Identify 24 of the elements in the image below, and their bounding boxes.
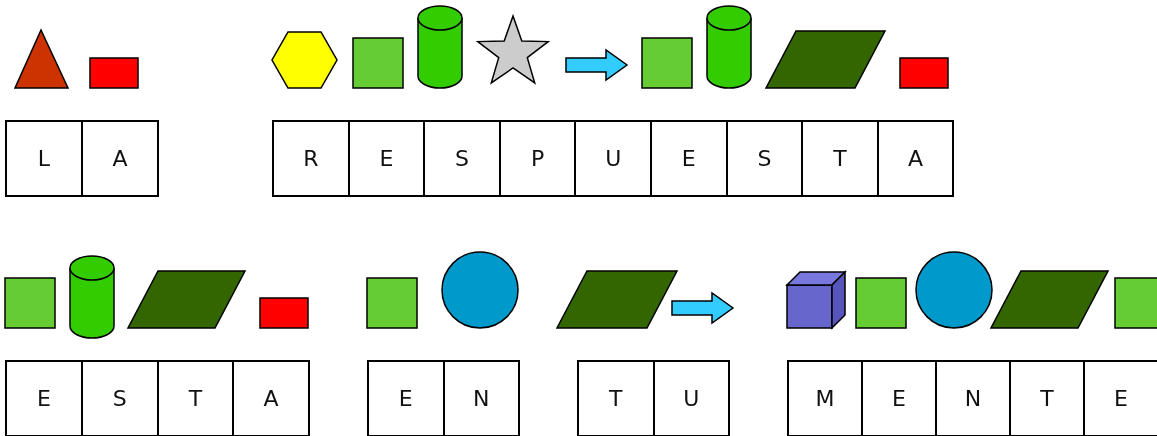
letter-tile: U — [652, 360, 730, 436]
letter-tile: E — [650, 120, 728, 197]
letter-tile: T — [577, 360, 655, 436]
letter-tile: E — [1083, 360, 1157, 436]
letter-tile: N — [442, 360, 520, 436]
letter-tile: P — [498, 120, 577, 197]
letter-tile: T — [1009, 360, 1085, 436]
letter-tile: S — [423, 120, 501, 197]
letter-tile: A — [876, 120, 955, 197]
letter-tile: S — [725, 120, 804, 197]
letter-tile: T — [156, 360, 235, 436]
letter-tile: R — [272, 120, 350, 197]
letter-tile: A — [232, 360, 310, 436]
letter-tile: E — [5, 360, 83, 436]
letter-tile: E — [861, 360, 937, 436]
letter-tile: A — [81, 120, 159, 197]
letter-tile: S — [80, 360, 159, 436]
letter-tile: L — [5, 120, 83, 197]
letter-tile: M — [787, 360, 863, 436]
letter-tile: N — [935, 360, 1011, 436]
letter-tile: E — [347, 120, 426, 197]
letter-tile: E — [367, 360, 445, 436]
letter-tile: U — [574, 120, 652, 197]
letter-tile: T — [801, 120, 879, 197]
